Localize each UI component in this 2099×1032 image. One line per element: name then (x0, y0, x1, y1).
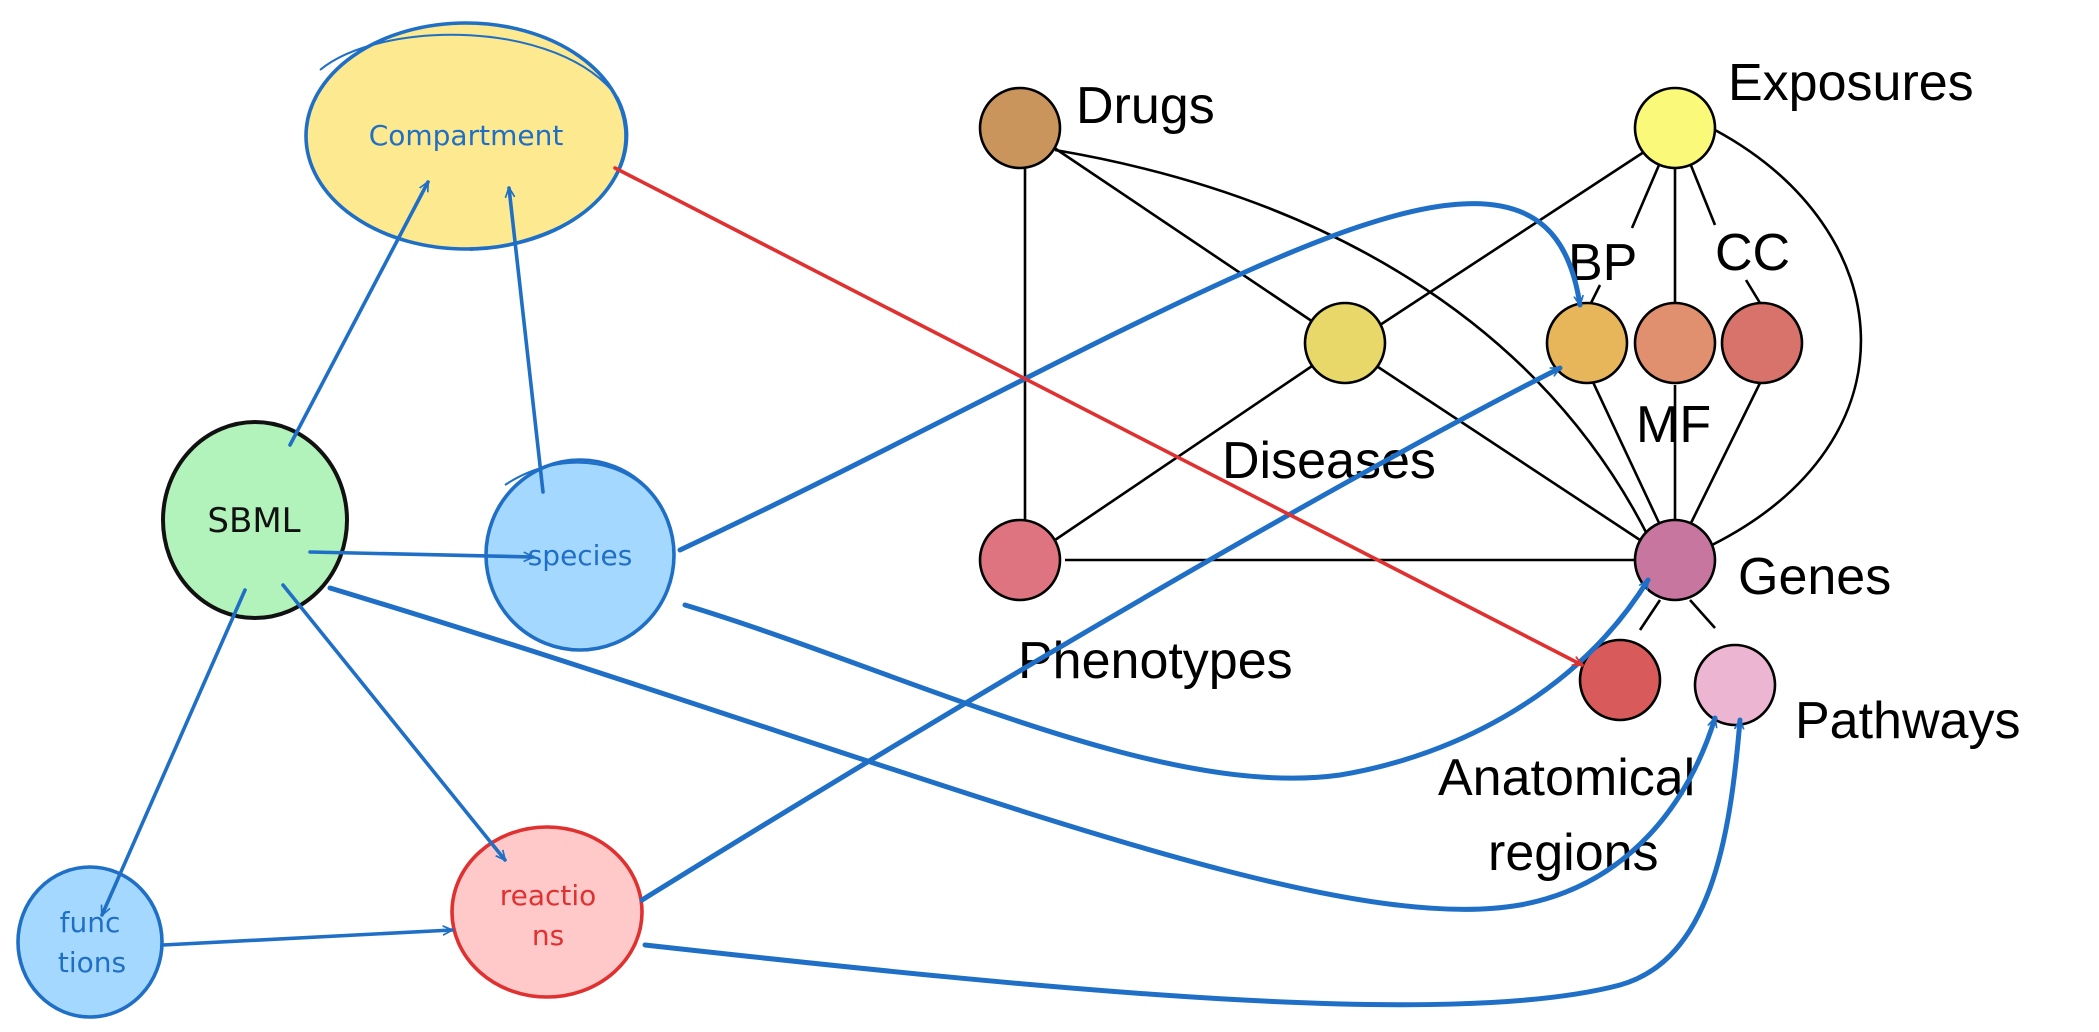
edge-cc-genes (1688, 382, 1762, 526)
arrow-compartment-to-anatomical-regions (613, 166, 1584, 667)
genes-node (1633, 518, 1717, 602)
species-label: species (528, 539, 633, 572)
compartment-node (304, 21, 628, 251)
exposures-label: Exposures (1728, 54, 1974, 112)
edge-drugs-diseases (1049, 143, 1326, 332)
sbml-node (161, 420, 349, 620)
edge-diseases-exposures (1379, 146, 1651, 327)
mf-label: MF (1636, 396, 1711, 454)
cc-label: CC (1715, 224, 1790, 282)
arrow-species-to-bp (677, 201, 1580, 553)
edge-genes-anatomical (1638, 599, 1662, 631)
phenotypes-label: Phenotypes (1018, 632, 1293, 690)
anatomical-regions-node (1578, 638, 1662, 722)
arrow-reactions-to-pathways (642, 717, 1740, 1008)
edge-genes-pathways (1689, 599, 1716, 629)
anatomical-regions-label-line1: Anatomical (1438, 749, 1695, 807)
functions-node (16, 865, 164, 1019)
reactions-node (450, 825, 644, 999)
kg-nodes (978, 86, 1804, 727)
edge-bp-genes (1590, 379, 1662, 526)
drugs-node (978, 86, 1062, 170)
genes-label: Genes (1738, 548, 1891, 606)
drugs-label: Drugs (1076, 77, 1215, 135)
kg-edges (1023, 128, 1863, 631)
arrow-sbml-to-compartment (288, 180, 430, 447)
edge-diseases-genes (1374, 363, 1641, 542)
edge-exposures-bp (1630, 157, 1664, 229)
mf-node (1633, 301, 1717, 385)
arrow-sbml-to-reactions (281, 583, 507, 862)
compartment-node-sketch (319, 33, 629, 251)
edge-drugs-genes (1054, 148, 1652, 541)
sbml-label: SBML (207, 501, 300, 541)
edge-bp-label (1588, 284, 1602, 306)
phenotypes-node (978, 518, 1062, 602)
bp-label: BP (1568, 234, 1637, 292)
species-node-sketch (504, 461, 669, 521)
edge-exposures-genes (1711, 128, 1863, 547)
arrow-sbml-to-functions (100, 588, 247, 917)
reactions-label-line2: ns (532, 919, 564, 952)
arrow-species-to-genes (682, 577, 1651, 781)
pathways-label: Pathways (1795, 692, 2020, 750)
diseases-label: Diseases (1222, 432, 1436, 490)
arrow-reactions-to-bp (639, 365, 1563, 903)
edge-exposures-cc (1686, 157, 1717, 226)
bp-node (1545, 301, 1629, 385)
edge-phenotypes-diseases (1054, 360, 1319, 542)
arrow-species-to-compartment (509, 186, 545, 494)
functions-label-line2: tions (58, 946, 126, 979)
exposures-node (1633, 86, 1717, 170)
diseases-node (1303, 301, 1387, 385)
reactions-label-line1: reactio (500, 879, 597, 912)
arrow-sbml-to-pathways (327, 585, 1718, 912)
functions-label-line1: func (60, 906, 121, 939)
pathways-node (1693, 643, 1777, 727)
mapping-arrows (100, 166, 1740, 1008)
arrow-sbml-to-species (308, 550, 535, 557)
cc-node (1720, 301, 1804, 385)
sbml-nodes: Compartment SBML species func tions reac… (16, 21, 676, 1019)
compartment-label: Compartment (369, 119, 564, 152)
arrow-functions-to-reactions (161, 930, 454, 947)
edge-cc-label (1744, 279, 1762, 304)
kg-labels: Drugs Exposures BP CC MF Diseases Genes … (1018, 54, 2020, 882)
